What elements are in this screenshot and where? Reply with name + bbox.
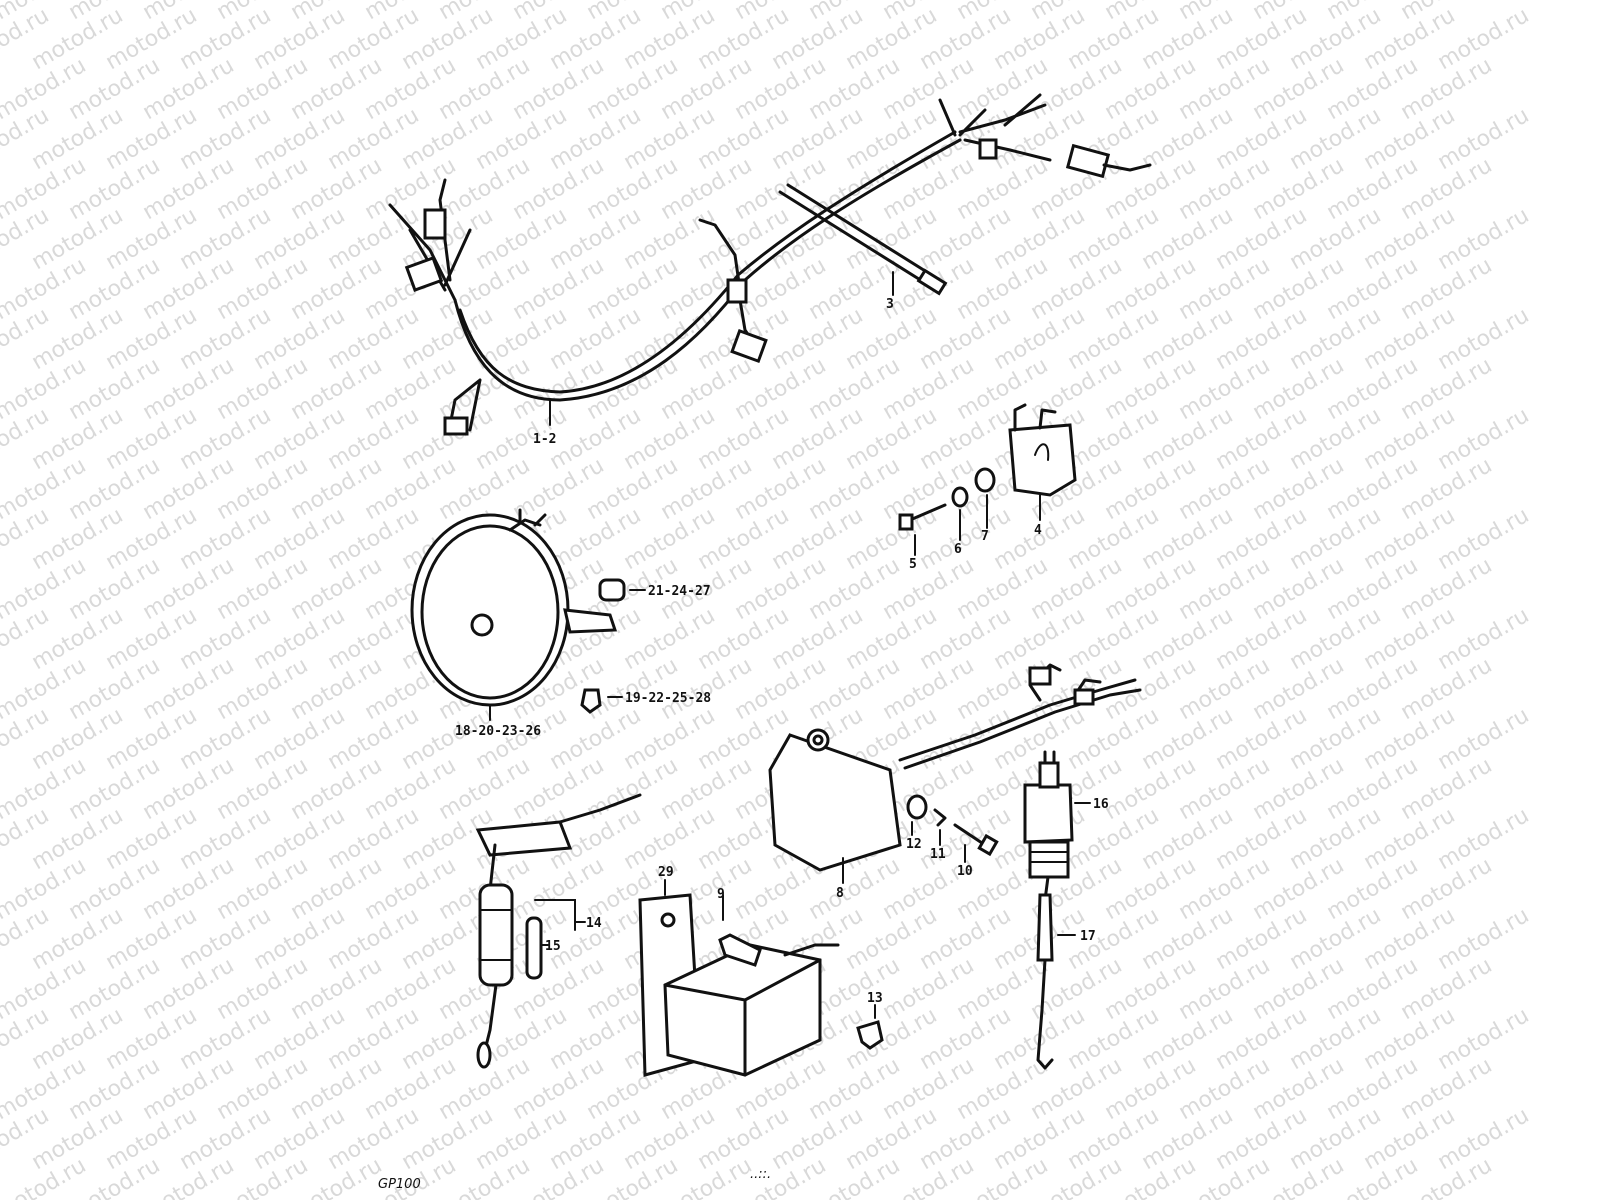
label-spring-17: 17 xyxy=(1080,929,1096,944)
cdi-bolt: 13 xyxy=(856,991,884,1050)
label-screw-10: 10 xyxy=(957,864,973,879)
label-washer-6: 6 xyxy=(954,542,962,557)
collar: 19-22-25-28 xyxy=(580,688,711,714)
model-code: GP100 xyxy=(378,1177,421,1192)
control-box: 8 xyxy=(768,663,1142,901)
stop-switch: 16 xyxy=(1023,750,1109,902)
label-screw-5: 5 xyxy=(909,557,917,572)
label-relay: 4 xyxy=(1034,523,1042,538)
label-washer-11: 11 xyxy=(930,847,946,862)
cdi-unit: 9 xyxy=(663,887,840,1077)
label-fuse-15: 15 xyxy=(545,939,561,954)
headlamp: 18-20-23-26 xyxy=(410,508,618,739)
box-screw-set: 12 11 10 xyxy=(906,794,999,879)
label-bushing: 21-24-27 xyxy=(648,584,711,599)
label-headlamp: 18-20-23-26 xyxy=(455,724,541,739)
bushing: 21-24-27 xyxy=(598,578,711,602)
label-washer-7: 7 xyxy=(981,529,989,544)
wiring-harness: 1-2 xyxy=(388,93,1152,447)
label-cdi-9: 9 xyxy=(717,887,725,902)
label-bolt-13: 13 xyxy=(867,991,883,1006)
return-spring: 17 xyxy=(1036,893,1096,1070)
footer-mark: ..::. xyxy=(750,1167,771,1182)
label-washer-12: 12 xyxy=(906,837,922,852)
label-tube: 3 xyxy=(886,297,894,312)
label-switch-16: 16 xyxy=(1093,797,1109,812)
label-harness: 1-2 xyxy=(533,432,556,447)
relay-screw-set: 5 6 7 xyxy=(898,467,996,572)
label-plate-29: 29 xyxy=(658,865,674,880)
tube: 3 xyxy=(778,183,948,312)
relay: 4 xyxy=(1008,403,1077,538)
label-box-8: 8 xyxy=(836,886,844,901)
fuse-holder: 14 15 xyxy=(475,793,642,1069)
label-fuse-14: 14 xyxy=(586,916,602,931)
label-collar: 19-22-25-28 xyxy=(625,691,711,706)
